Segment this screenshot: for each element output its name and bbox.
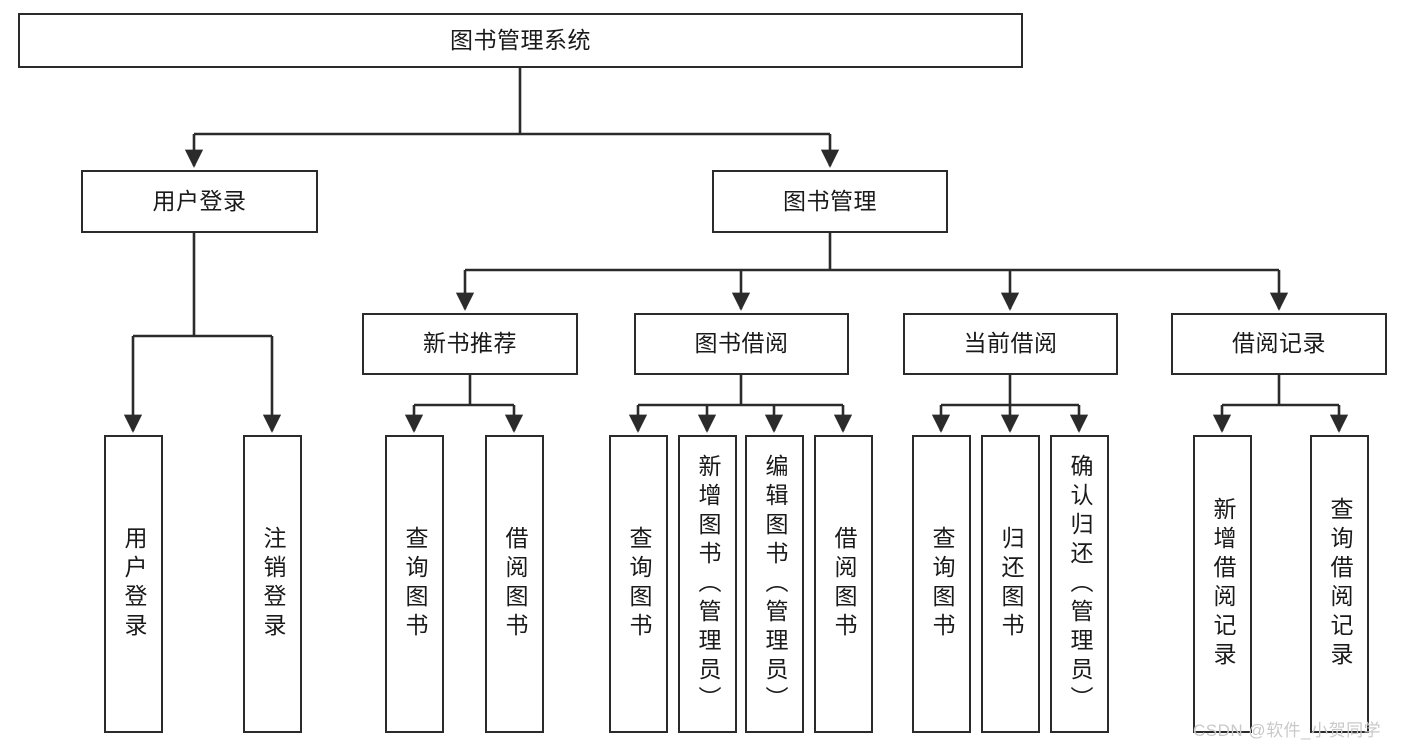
- node-root-system[interactable]: 图书管理系统: [18, 13, 1023, 68]
- node-leaf-query-book-3[interactable]: 查询图书: [912, 435, 971, 733]
- node-label: 图书管理系统: [450, 26, 591, 53]
- node-leaf-return-book[interactable]: 归还图书: [981, 435, 1040, 733]
- node-label: 归还图书: [998, 526, 1024, 642]
- node-label: 确认归还（管理员）: [1067, 453, 1093, 715]
- csdn-watermark: CSDN @软件_小贺同学: [1193, 721, 1382, 740]
- node-label: 图书管理: [783, 187, 877, 214]
- node-leaf-query-record[interactable]: 查询借阅记录: [1310, 435, 1369, 733]
- node-label: 注销登录: [260, 526, 286, 642]
- node-label: 借阅记录: [1232, 330, 1326, 357]
- node-new-book-recommend[interactable]: 新书推荐: [362, 313, 578, 375]
- node-book-manage[interactable]: 图书管理: [712, 170, 948, 233]
- node-current-borrow[interactable]: 当前借阅: [903, 313, 1118, 375]
- node-label: 用户登录: [121, 526, 147, 642]
- node-user-login[interactable]: 用户登录: [81, 170, 318, 233]
- node-leaf-add-record[interactable]: 新增借阅记录: [1193, 435, 1252, 733]
- node-label: 图书借阅: [694, 330, 789, 357]
- node-leaf-confirm-return[interactable]: 确认归还（管理员）: [1050, 435, 1109, 733]
- node-leaf-add-book[interactable]: 新增图书（管理员）: [678, 435, 737, 733]
- node-label: 借阅图书: [502, 526, 528, 642]
- node-label: 借阅图书: [831, 526, 857, 642]
- node-label: 新增借阅记录: [1210, 497, 1236, 671]
- node-leaf-edit-book[interactable]: 编辑图书（管理员）: [745, 435, 804, 733]
- node-label: 新增图书（管理员）: [695, 453, 721, 715]
- node-leaf-query-book-1[interactable]: 查询图书: [385, 435, 444, 733]
- node-label: 用户登录: [152, 187, 247, 214]
- node-label: 查询图书: [626, 526, 652, 642]
- node-label: 查询图书: [402, 526, 428, 642]
- node-leaf-user-login[interactable]: 用户登录: [104, 435, 163, 733]
- node-label: 查询图书: [929, 526, 955, 642]
- node-leaf-borrow-book-2[interactable]: 借阅图书: [814, 435, 873, 733]
- node-leaf-logout[interactable]: 注销登录: [243, 435, 302, 733]
- node-book-borrow[interactable]: 图书借阅: [634, 313, 849, 375]
- node-label: 当前借阅: [963, 330, 1058, 357]
- node-label: 查询借阅记录: [1327, 497, 1353, 671]
- node-borrow-record[interactable]: 借阅记录: [1171, 313, 1387, 375]
- node-label: 编辑图书（管理员）: [762, 453, 788, 715]
- node-label: 新书推荐: [423, 330, 517, 357]
- node-leaf-borrow-book-1[interactable]: 借阅图书: [485, 435, 544, 733]
- node-leaf-query-book-2[interactable]: 查询图书: [609, 435, 668, 733]
